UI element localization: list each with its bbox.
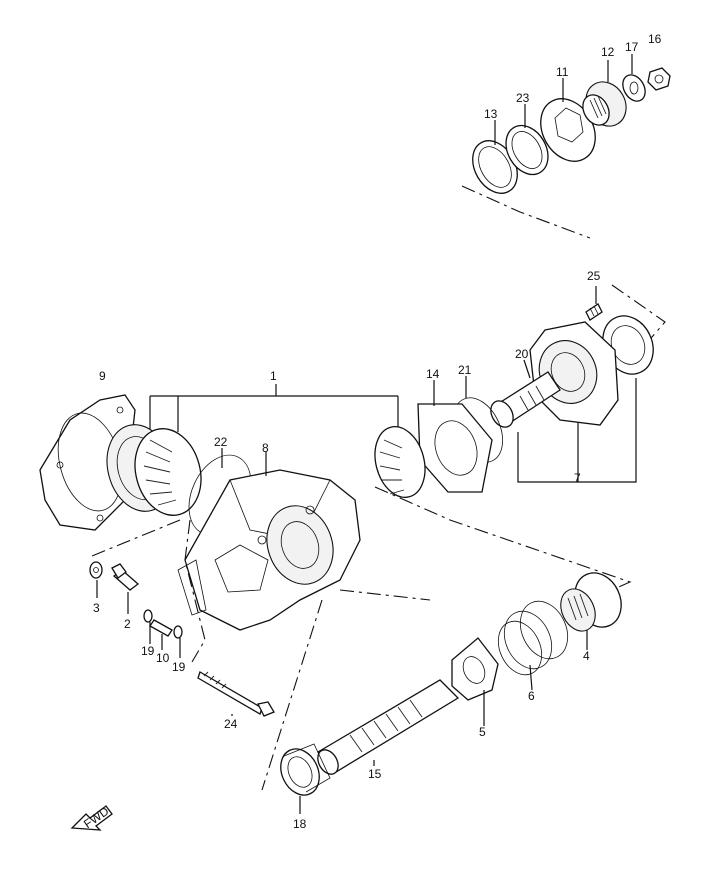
callout-8: 8 xyxy=(262,441,269,455)
upper-gear-cluster xyxy=(472,67,671,194)
callout-5: 5 xyxy=(479,725,486,739)
callout-25: 25 xyxy=(587,269,601,283)
callout-7: 7 xyxy=(574,471,581,485)
callout-16: 16 xyxy=(648,32,662,46)
fwd-arrow-icon: FWD xyxy=(70,804,113,831)
callout-10: 10 xyxy=(156,651,170,665)
callout-12: 12 xyxy=(601,45,615,59)
gear-case xyxy=(177,426,426,631)
callout-24: 24 xyxy=(224,717,238,731)
callout-13: 13 xyxy=(484,107,498,121)
callout-14: 14 xyxy=(426,367,440,381)
callout-2: 2 xyxy=(124,617,131,631)
leader-lines xyxy=(96,54,633,814)
bracket-lines xyxy=(149,378,637,483)
callout-21: 21 xyxy=(458,363,472,377)
callout-15: 15 xyxy=(368,767,382,781)
callout-19-right: 19 xyxy=(172,660,186,674)
callout-1: 1 xyxy=(270,369,277,383)
callout-19-left: 19 xyxy=(141,644,155,658)
pinion-housing xyxy=(417,303,654,493)
lower-shaft-assembly xyxy=(280,572,622,796)
callout-3: 3 xyxy=(93,601,100,615)
callout-18: 18 xyxy=(293,817,307,831)
callout-labels: 1 2 3 4 5 6 7 8 9 10 11 12 13 14 15 16 1… xyxy=(93,32,662,831)
callout-23: 23 xyxy=(516,91,530,105)
callout-4: 4 xyxy=(583,649,590,663)
callout-6: 6 xyxy=(528,689,535,703)
callout-11: 11 xyxy=(556,65,569,79)
assembly-lines xyxy=(91,185,666,791)
callout-9: 9 xyxy=(99,369,106,383)
callout-22: 22 xyxy=(214,435,228,449)
callout-20: 20 xyxy=(515,347,529,361)
fasteners xyxy=(89,561,275,717)
callout-17: 17 xyxy=(625,40,639,54)
